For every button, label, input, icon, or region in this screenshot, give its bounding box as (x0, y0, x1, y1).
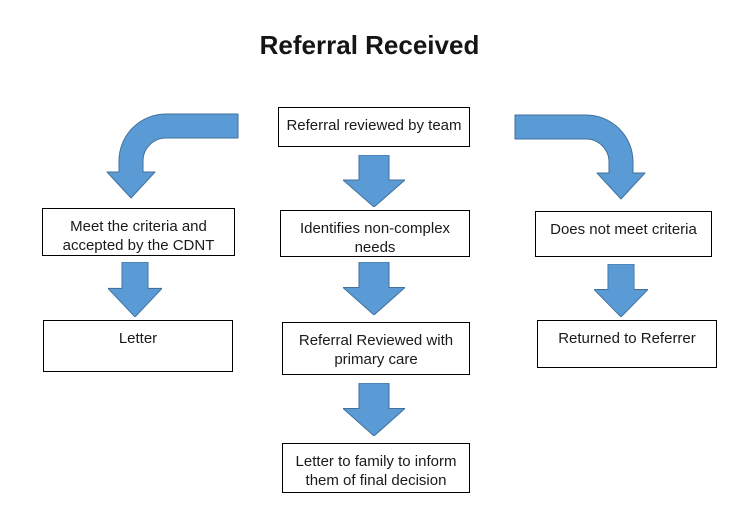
flow-box-meet-criteria: Meet the criteria and accepted by the CD… (42, 208, 235, 256)
flow-box-meet-criteria-label: Meet the criteria and accepted by the CD… (62, 218, 215, 254)
flow-box-letter-label: Letter (118, 330, 158, 347)
flow-box-letter-to-family-label: Letter to family to inform them of final… (295, 453, 457, 489)
flow-box-referral-primary-care: Referral Reviewed with primary care (282, 322, 470, 375)
flow-box-does-not-meet-criteria-label: Does not meet criteria (550, 221, 697, 238)
flow-box-identifies-noncomplex: Identifies non-complex needs (280, 210, 470, 257)
flow-box-referral-reviewed-label: Referral reviewed by team (286, 117, 462, 134)
flow-box-identifies-noncomplex-label: Identifies non-complex needs (299, 220, 451, 256)
elbow-arrow-down-left-shape (106, 113, 239, 199)
down-arrow-icon (343, 383, 405, 436)
flow-box-does-not-meet-criteria: Does not meet criteria (535, 211, 712, 257)
flow-box-returned-to-referrer-label: Returned to Referrer (558, 330, 696, 347)
elbow-arrow-down-right-shape (514, 114, 646, 200)
flow-box-letter: Letter (43, 320, 233, 372)
down-arrow-shape (594, 264, 648, 317)
down-arrow-icon (343, 262, 405, 315)
flow-box-referral-primary-care-label: Referral Reviewed with primary care (298, 332, 454, 368)
down-arrow-icon (108, 262, 162, 317)
flow-box-returned-to-referrer: Returned to Referrer (537, 320, 717, 368)
down-arrow-icon (343, 155, 405, 207)
down-arrow-shape (343, 155, 405, 207)
down-arrow-shape (343, 262, 405, 315)
page-title: Referral Received (259, 30, 480, 60)
down-arrow-icon (594, 264, 648, 317)
flow-box-letter-to-family: Letter to family to inform them of final… (282, 443, 470, 493)
elbow-arrow-down-right-icon (514, 114, 646, 200)
flow-box-referral-reviewed: Referral reviewed by team (278, 107, 470, 147)
down-arrow-shape (108, 262, 162, 317)
down-arrow-shape (343, 383, 405, 436)
elbow-arrow-down-left-icon (106, 113, 239, 199)
